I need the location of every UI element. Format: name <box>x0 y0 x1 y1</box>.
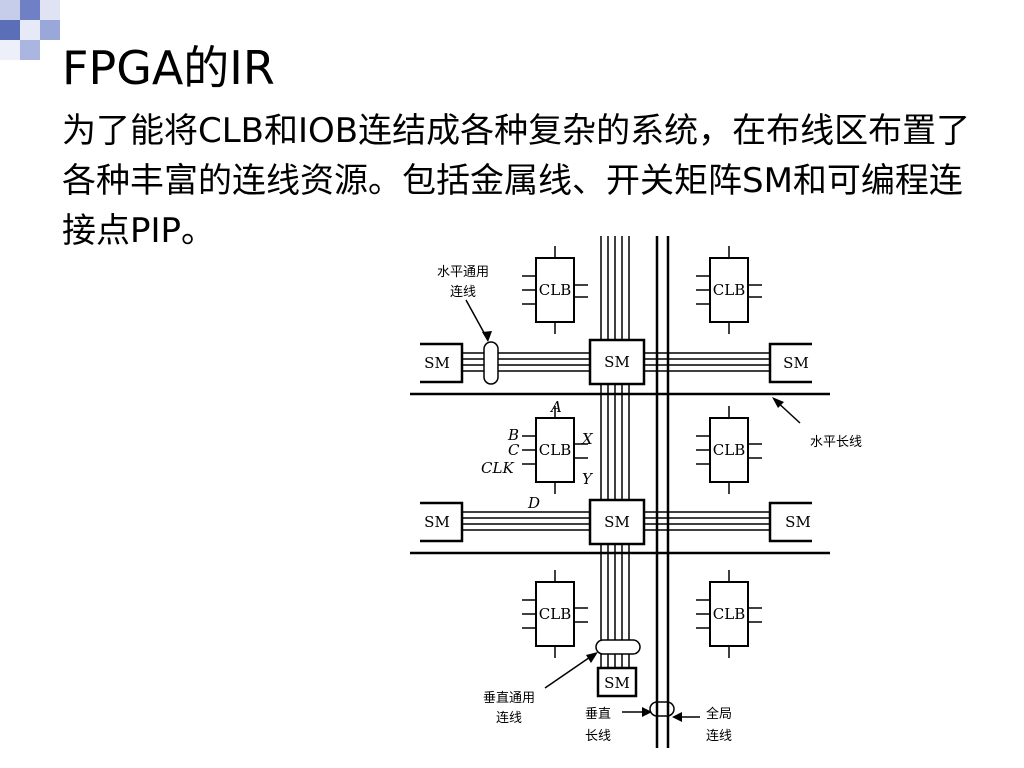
callout-vertical-general-line1: 垂直通用 <box>483 691 535 706</box>
pin-label-c: C <box>508 441 520 459</box>
slide-body-text: 为了能将CLB和IOB连结成各种复杂的系统，在布线区布置了各种丰富的连线资源。包… <box>62 111 971 251</box>
sm-label: SM <box>785 513 811 531</box>
sm-label: SM <box>604 353 630 371</box>
callout-vertical-general-line2: 连线 <box>496 710 522 726</box>
pin-label-clk: CLK <box>481 459 514 477</box>
pin-label-x: X <box>581 430 594 448</box>
callout-vertical-long-line2: 长线 <box>585 729 611 744</box>
sm-label: SM <box>783 354 809 372</box>
clb-label: CLB <box>539 441 571 459</box>
sm-label: SM <box>604 513 630 531</box>
callout-horizontal-general-line1: 水平通用 <box>437 265 489 280</box>
sm-label: SM <box>424 513 450 531</box>
callout-vertical-long-line1: 垂直 <box>585 707 611 722</box>
clb-label: CLB <box>713 281 745 299</box>
callout-horizontal-long: 水平长线 <box>810 435 862 450</box>
sm-label: SM <box>424 354 450 372</box>
clb-label: CLB <box>713 441 745 459</box>
sm-label: SM <box>604 674 630 692</box>
callout-horizontal-general-line2: 连线 <box>450 284 476 300</box>
clb-label: CLB <box>539 281 571 299</box>
pin-label-b: B <box>507 426 519 444</box>
pin-label-a: A <box>549 398 562 416</box>
slide-title: FPGA的IR <box>62 41 275 95</box>
clb-label: CLB <box>713 605 745 623</box>
callout-global-line1: 全局 <box>706 706 732 722</box>
callout-global-line2: 连线 <box>706 728 732 744</box>
clb-label: CLB <box>539 605 571 623</box>
pin-label-d: D <box>527 494 540 512</box>
pin-label-y: Y <box>582 470 594 488</box>
title-decoration <box>0 0 60 60</box>
